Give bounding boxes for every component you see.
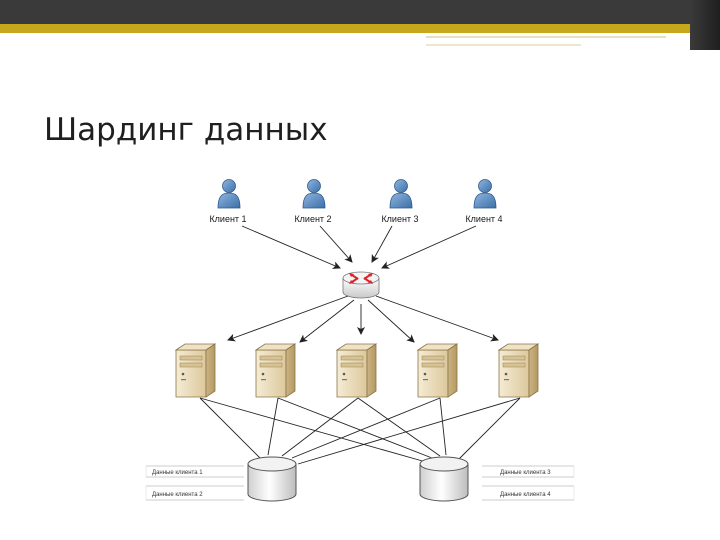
arrow-client-2 [319,225,353,263]
arrow-client-1 [241,225,341,269]
data-labels-right: Данные клиента 3 Данные клиента 4 [482,465,575,501]
decorative-line [426,36,666,38]
client-icon-4 [473,179,497,209]
client-to-router-arrows [241,225,477,269]
client-label-1: Клиент 1 [209,214,246,224]
server-to-db-lines [199,397,521,465]
server-icon-4 [417,343,458,398]
router-icon [342,271,380,299]
top-accent-stripe [0,24,720,33]
client-icon-3 [389,179,413,209]
top-bar-corner [690,0,720,50]
top-bar [0,0,720,24]
server-icon-3 [336,343,377,398]
router-to-server-arrows [227,295,499,343]
client-label-2: Клиент 2 [294,214,331,224]
arrow-client-4 [381,225,477,269]
data-label-client-2: Данные клиента 2 [152,492,203,498]
arrow-client-3 [371,225,393,263]
server-icon-5 [498,343,539,398]
client-icon-1 [217,179,241,209]
server-icon-1 [175,343,216,398]
client-label-4: Клиент 4 [465,214,502,224]
database-icon-1 [247,456,297,502]
data-label-client-3: Данные клиента 3 [500,470,551,476]
server-icon-2 [255,343,296,398]
slide-title: Шардинг данных [44,112,328,148]
client-icon-2 [302,179,326,209]
database-icon-2 [419,456,469,502]
data-label-client-4: Данные клиента 4 [500,492,551,498]
data-label-client-1: Данные клиента 1 [152,470,203,476]
client-label-3: Клиент 3 [381,214,418,224]
decorative-line [426,44,581,46]
data-labels-left: Данные клиента 1 Данные клиента 2 [145,465,244,501]
